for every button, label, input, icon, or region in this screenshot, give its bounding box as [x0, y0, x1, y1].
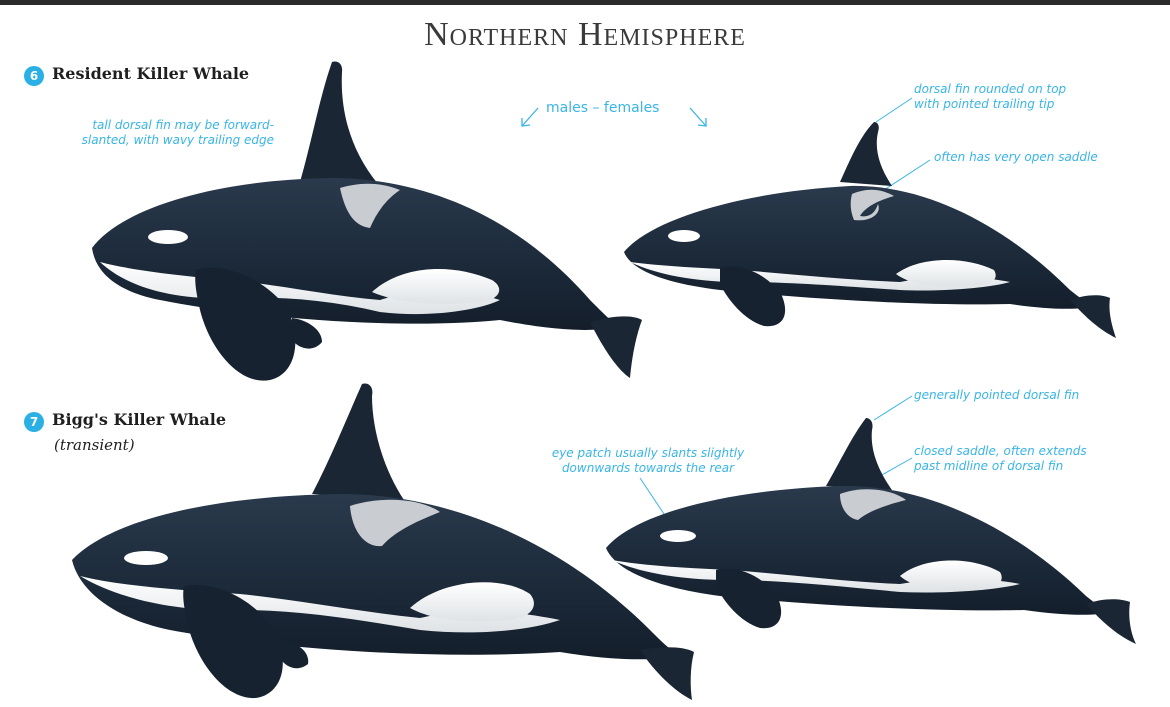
resident-female-orca: [624, 122, 1116, 338]
annotation-pointers: [640, 98, 930, 532]
resident-male-orca: [92, 61, 642, 380]
biggs-male-orca: [72, 384, 694, 701]
sex-arrows: [522, 108, 706, 126]
biggs-female-orca: [606, 418, 1136, 644]
